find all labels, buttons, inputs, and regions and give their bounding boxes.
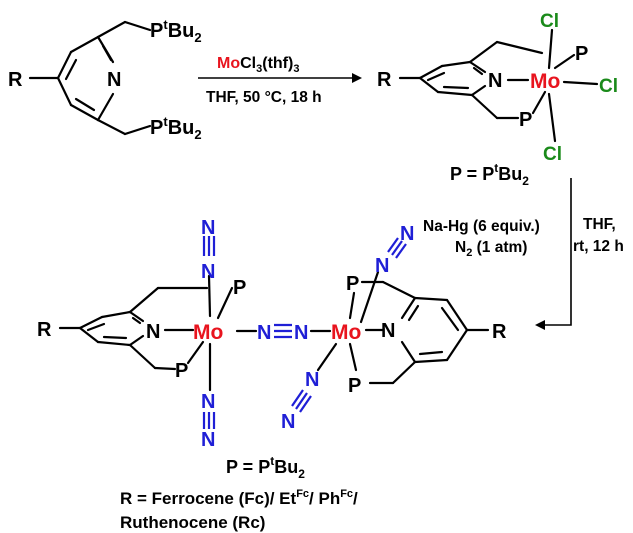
terminal-n2-left-bottom: N N [201, 391, 215, 451]
terminal-n2-right-top: N N [375, 223, 414, 277]
complex1-mo-label: Mo [530, 70, 560, 93]
mocl3-complex [398, 28, 599, 143]
svg-text:N: N [305, 369, 319, 391]
complex1-n-label: N [488, 70, 502, 92]
ligand-definition-bottom: P = PtBu2 [226, 454, 305, 481]
dimer-n-right: N [381, 320, 395, 342]
svg-text:N: N [400, 223, 414, 245]
conditions-2-line2: rt, 12 h [573, 238, 624, 255]
svg-text:N: N [201, 261, 215, 283]
complex1-p-top: P [575, 43, 588, 65]
bridging-n2: N N [257, 322, 308, 344]
ligand-ptbu2-top: PtBu2 [150, 17, 202, 45]
svg-text:N: N [201, 391, 215, 413]
arrowhead-1 [352, 73, 362, 83]
complex1-cl-right: Cl [599, 76, 618, 97]
svg-text:N: N [257, 322, 271, 344]
dimer-r-right: R [492, 321, 507, 343]
mo-n2-right-unit [316, 270, 490, 385]
dimer-p-right-top: P [346, 273, 359, 295]
reaction-arrow-2 [545, 178, 572, 326]
dimer-r-left: R [37, 319, 52, 341]
arrowhead-2 [535, 320, 545, 330]
reagent-n2: N2 (1 atm) [455, 239, 527, 259]
dimer-mo-right: Mo [331, 321, 361, 344]
dimer-p-left-bottom: P [175, 360, 188, 382]
mo-n2-left-unit [58, 274, 332, 392]
reagent-mocl3thf3: MoCl3(thf)3 [217, 55, 299, 75]
complex1-cl-top: Cl [540, 11, 559, 32]
ligand-r-label: R [8, 69, 23, 91]
svg-text:N: N [201, 217, 215, 239]
dimer-p-right-bottom: P [348, 375, 361, 397]
svg-text:N: N [375, 255, 389, 277]
svg-text:N: N [281, 411, 295, 433]
substituent-definition-line2: Ruthenocene (Rc) [120, 513, 265, 532]
ligand-ptbu2-bottom: PtBu2 [150, 114, 202, 142]
terminal-n2-right-bottom: N N [281, 369, 319, 433]
substituent-definition: R = Ferrocene (Fc)/ EtFc/ PhFc/ [120, 488, 358, 508]
dimer-p-left-top: P [233, 277, 246, 299]
dimer-mo-left: Mo [193, 321, 223, 344]
conditions-2-line1: THF, [583, 216, 616, 233]
ligand-n-label: N [107, 69, 121, 91]
complex1-r-label: R [377, 69, 392, 91]
ligand-definition-top: P = PtBu2 [450, 161, 529, 188]
complex1-cl-bottom: Cl [543, 144, 562, 165]
starting-ligand [28, 20, 152, 136]
terminal-n2-left-top: N N [201, 217, 215, 283]
dimer-n-left: N [146, 321, 160, 343]
reagent-na-hg: Na-Hg (6 equiv.) [423, 218, 540, 235]
svg-text:N: N [201, 429, 215, 451]
conditions-1: THF, 50 °C, 18 h [206, 89, 322, 106]
complex1-p-bottom: P [519, 109, 532, 131]
svg-text:N: N [294, 322, 308, 344]
